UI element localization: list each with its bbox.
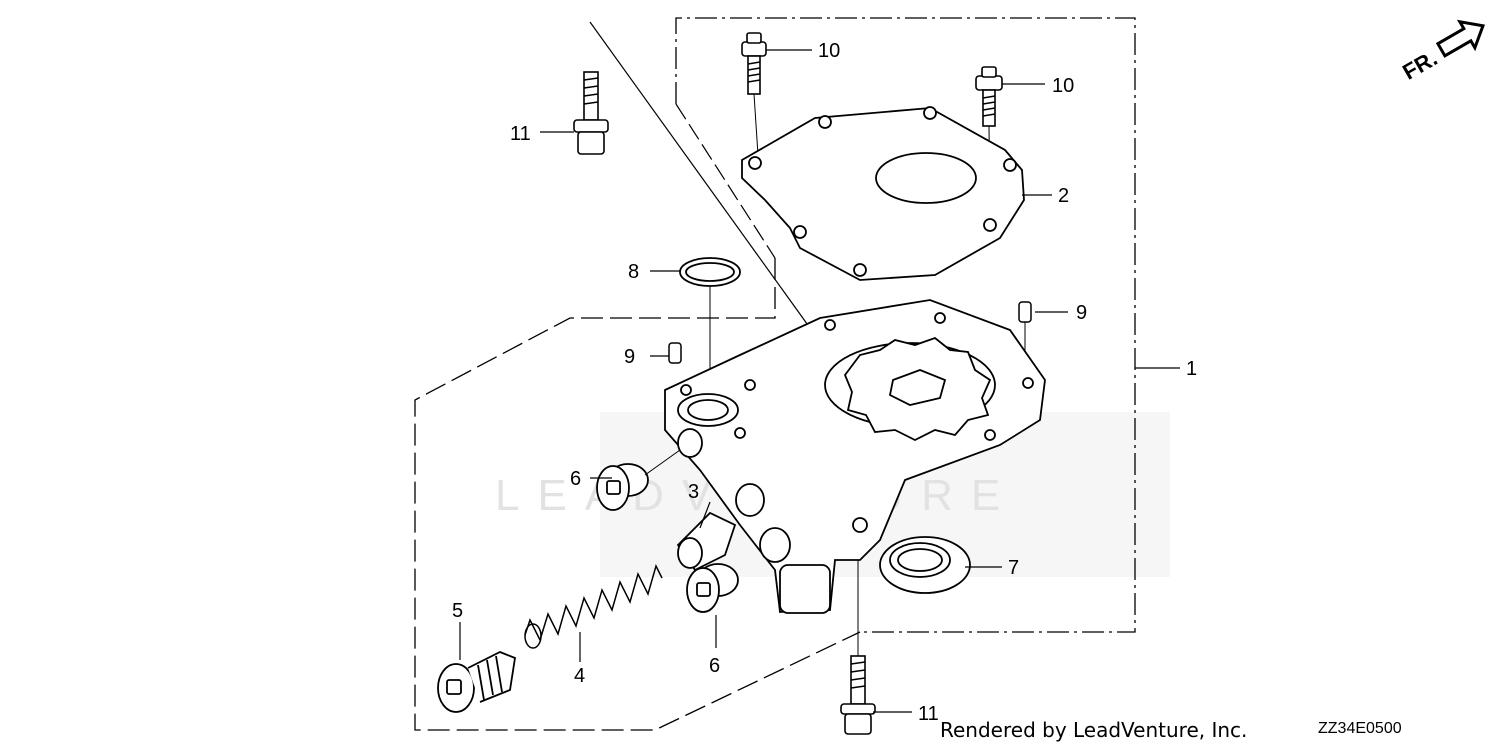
callout-10-left: 10 [818,40,840,62]
flange-bolt-11-bottom [840,655,876,735]
render-credit: Rendered by LeadVenture, Inc. [940,718,1248,742]
plug-upper-axis [644,449,681,476]
o-ring [679,257,741,287]
reference-leader [589,21,811,329]
sealing-plug-upper [596,463,649,511]
callout-6-upper: 6 [570,468,581,490]
flange-bolt-11-top [573,71,609,155]
diagram-code: ZZ34E0500 [1318,720,1402,737]
callout-3: 3 [688,481,699,503]
callout-9-right: 9 [1076,302,1087,324]
bolt-10-left-axis [753,93,759,156]
front-arrow-icon [1435,19,1486,58]
callout-5: 5 [452,600,463,622]
callout-2: 2 [1058,185,1069,207]
sub-assembly-boundary [414,258,861,731]
callout-1: 1 [1186,358,1197,380]
oil-pump-body [664,299,1046,614]
callout-8: 8 [628,261,639,283]
callout-leaders [459,49,1180,713]
dowel-pin-right [1018,301,1032,323]
oil-seal [879,536,971,594]
relief-valve [676,511,737,572]
callout-10-right: 10 [1052,75,1074,97]
callout-4: 4 [574,665,585,687]
assembly-boundary [675,17,1136,633]
callout-11-top: 11 [510,123,531,145]
callout-9-left: 9 [624,346,635,368]
flange-bolt-10-left [741,32,767,95]
relief-valve-bolt [437,651,516,713]
sealing-plug-lower [686,563,739,613]
reference-leader-2 [675,103,776,259]
dowel-pin-left [668,342,682,364]
pump-cover-gasket [741,106,1025,281]
front-mark-label: FR. [1398,45,1441,84]
flange-bolt-10-right [975,66,1003,127]
callout-6-lower: 6 [709,655,720,677]
relief-valve-spring [524,563,663,649]
callout-11-bottom: 11 [918,703,939,725]
callout-7: 7 [1008,557,1019,579]
front-orientation-mark: FR. [1398,19,1486,85]
